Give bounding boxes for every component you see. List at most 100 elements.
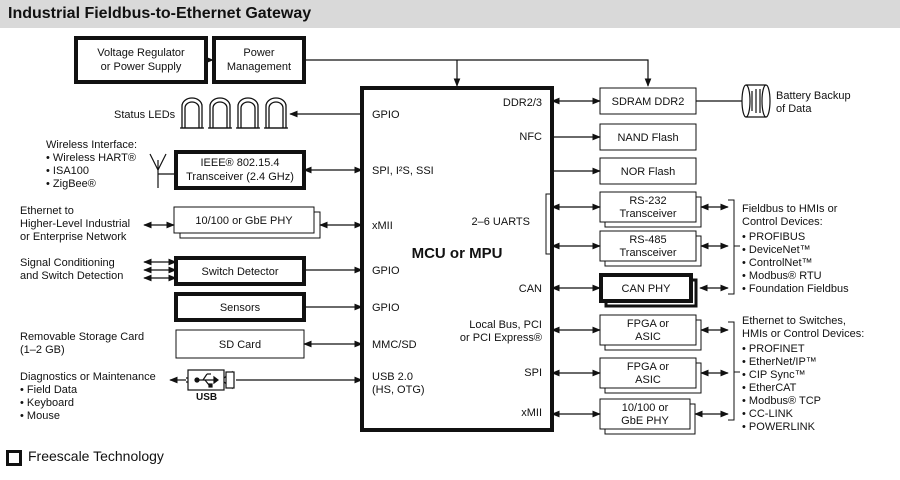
wireless-item-2: • ISA100 [46,165,89,177]
ethernet-right-item-4: • EtherCAT [742,382,797,394]
storage-line2: (1–2 GB) [20,344,65,356]
rs232-label-line1: RS-232 [629,195,666,207]
fieldbus-item-3: • ControlNet™ [742,257,813,269]
rs485-block [599,230,697,262]
ethernet-bracket [728,321,740,421]
phy-left-label: 10/100 or GbE PHY [195,215,293,227]
port-gpio-switch: GPIO [372,265,400,277]
port-uarts: 2–6 UARTS [472,216,531,228]
ethernet-left-line2: Higher-Level Industrial [20,218,130,230]
phy-right-label-line2: GbE PHY [621,415,669,427]
port-xmii-left: xMII [372,220,393,232]
diag-item-1: • Field Data [20,384,78,396]
port-local-line2: or PCI Express® [460,332,542,344]
power-management-label-line1: Power [243,47,275,59]
diagram-title: Industrial Fieldbus-to-Ethernet Gateway [8,5,312,22]
canphy-block [599,273,693,303]
switch-detector-label: Switch Detector [201,266,278,278]
fieldbus-item-4: • Modbus® RTU [742,270,822,282]
ethernet-left-line1: Ethernet to [20,205,74,217]
legend-label: Freescale Technology [28,448,164,464]
port-xmii-right: xMII [521,407,542,419]
wireless-item-1: • Wireless HART® [46,152,136,164]
usb-connector-icon [186,369,235,391]
battery-icon [741,84,771,118]
rs232-block [599,191,697,223]
voltage-regulator-label-line2: or Power Supply [101,61,182,73]
port-gpio-sensors: GPIO [372,302,400,314]
led-icon [180,97,288,129]
fieldbus-title-line2: Control Devices: [742,216,823,228]
fieldbus-item-1: • PROFIBUS [742,231,805,243]
ethernet-right-title-line1: Ethernet to Switches, [742,315,846,327]
phy-right-label-line1: 10/100 or [622,402,669,414]
connector-power-rail [304,59,652,87]
port-spi: SPI, I²S, SSI [372,165,434,177]
diag-title: Diagnostics or Maintenance [20,371,156,383]
battery-line2: of Data [776,103,812,115]
nand-block [599,123,697,151]
battery-line1: Battery Backup [776,90,851,102]
port-nfc: NFC [519,131,542,143]
voltage-regulator-label-line1: Voltage Regulator [97,47,185,59]
ethernet-right-item-6: • CC-LINK [742,408,794,420]
legend-swatch [6,450,22,466]
ethernet-left-line3: or Enterprise Network [20,231,127,243]
nor-block [599,157,697,185]
diag-item-2: • Keyboard [20,397,74,409]
rs232-label-line2: Transceiver [619,208,676,220]
fieldbus-item-5: • Foundation Fieldbus [742,283,849,295]
fpga2-label-line2: ASIC [635,374,661,386]
signal-line1: Signal Conditioning [20,257,115,269]
ethernet-right-item-5: • Modbus® TCP [742,395,821,407]
sensors-label: Sensors [220,302,261,314]
rs485-label-line1: RS-485 [629,234,666,246]
ethernet-right-item-7: • POWERLINK [742,421,816,433]
fpga2-label-line1: FPGA or [627,361,670,373]
port-mmc: MMC/SD [372,339,417,351]
rs485-label-line2: Transceiver [619,247,676,259]
storage-line1: Removable Storage Card [20,331,144,343]
diag-item-3: • Mouse [20,410,60,422]
phy-left-block [173,206,315,234]
nor-label: NOR Flash [621,166,675,178]
port-can: CAN [519,283,542,295]
signal-line2: and Switch Detection [20,270,123,282]
port-ddr: DDR2/3 [503,97,542,109]
port-gpio-leds: GPIO [372,109,400,121]
port-spi-right: SPI [524,367,542,379]
ethernet-right-item-1: • PROFINET [742,343,805,355]
ieee-transceiver-block [174,150,306,190]
ethernet-right-item-3: • CIP Sync™ [742,369,806,381]
antenna-icon [149,153,176,188]
signal-connectors [143,258,177,282]
wireless-item-3: • ZigBee® [46,178,96,190]
port-usb-line2: (HS, OTG) [372,384,425,396]
title-bar: Industrial Fieldbus-to-Ethernet Gateway [0,0,900,28]
sdram-block [599,87,697,115]
uart-bracket [545,193,552,255]
sdram-label: SDRAM DDR2 [612,96,685,108]
fpga1-label-line1: FPGA or [627,318,670,330]
canphy-label: CAN PHY [622,283,672,295]
power-management-label-line2: Management [227,61,291,73]
mcu-block [360,86,554,432]
fieldbus-bracket [728,199,740,295]
ieee-transceiver-label-line2: Transceiver (2.4 GHz) [186,171,294,183]
port-usb-line1: USB 2.0 [372,371,413,383]
sdcard-label: SD Card [219,339,261,351]
ethernet-right-item-2: • EtherNet/IP™ [742,356,817,368]
usb-label: USB [196,392,217,403]
ethernet-right-title-line2: HMIs or Control Devices: [742,328,864,340]
voltage-regulator-block [74,36,208,84]
fpga1-label-line2: ASIC [635,331,661,343]
switch-detector-block [174,256,306,286]
status-leds-label: Status LEDs [114,109,176,121]
fieldbus-title-line1: Fieldbus to HMIs or [742,203,838,215]
nand-label: NAND Flash [617,132,678,144]
wireless-title: Wireless Interface: [46,139,137,151]
port-local-line1: Local Bus, PCI [469,319,542,331]
ieee-transceiver-label-line1: IEEE® 802.15.4 [200,157,279,169]
mcu-title: MCU or MPU [412,245,503,262]
